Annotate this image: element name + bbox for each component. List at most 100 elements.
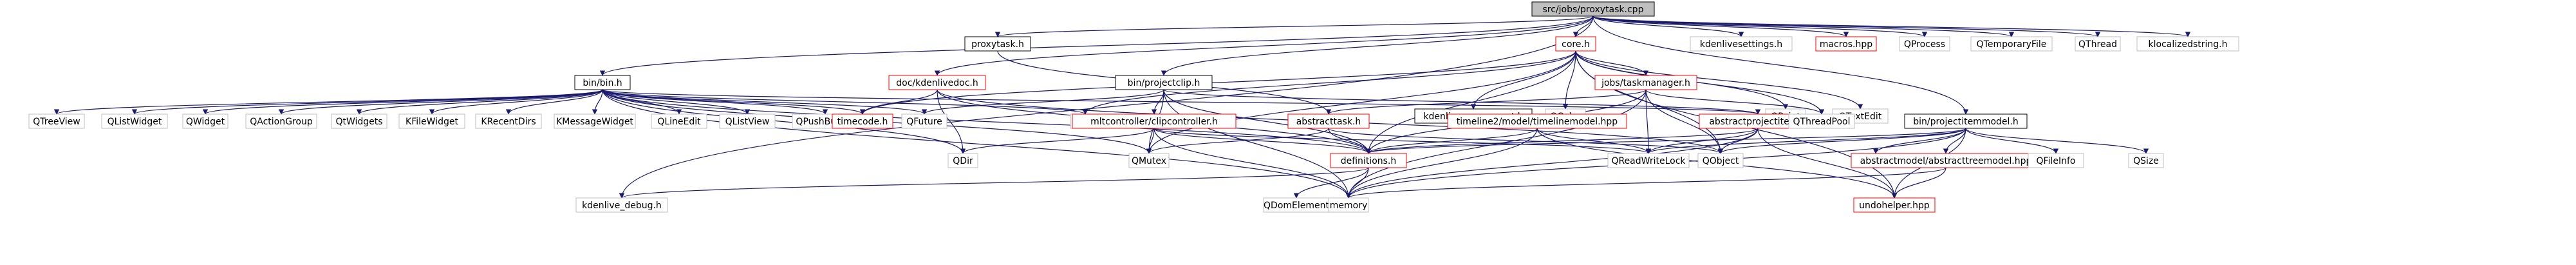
node-timecode-h[interactable]: timecode.h (832, 113, 893, 129)
node-QLineEdit[interactable]: QLineEdit (651, 113, 707, 129)
node-abstractprojectitem-h[interactable]: abstractprojectitem.h (1699, 113, 1817, 129)
node-label: memory (1330, 201, 1368, 211)
edge-bin-h-to-memory (602, 89, 1352, 199)
node-label: QTemporaryFile (1977, 39, 2047, 50)
node-KMessageWidget[interactable]: KMessageWidget (554, 113, 636, 129)
node-undohelper-hpp[interactable]: undohelper.hpp (1853, 197, 1936, 213)
node-label: doc/kdenlivedoc.h (896, 78, 978, 88)
node-QObject[interactable]: QObject (1697, 153, 1744, 168)
node-kdenlive-debug-h[interactable]: kdenlive_debug.h (575, 197, 668, 213)
node-projectitemmodel-h[interactable]: bin/projectitemmodel.h (1904, 113, 2028, 129)
node-QWidget[interactable]: QWidget (182, 113, 229, 129)
node-box (398, 113, 465, 129)
node-box (1072, 113, 1237, 129)
node-box (1788, 113, 1855, 129)
node-QMutex[interactable]: QMutex (1128, 153, 1170, 168)
edge-core-h-to-kdenlivecore-export-h (1470, 50, 1576, 110)
node-projectclip-h[interactable]: bin/projectclip.h (1115, 75, 1213, 90)
node-box (719, 113, 776, 129)
node-QListView[interactable]: QListView (719, 113, 776, 129)
node-box (245, 113, 317, 129)
edge-root-to-QProcess (1592, 15, 1927, 37)
node-label: KMessageWidget (556, 117, 633, 127)
node-QTemporaryFile[interactable]: QTemporaryFile (1970, 36, 2053, 52)
node-QTreeView[interactable]: QTreeView (28, 113, 85, 129)
node-label: QSize (2133, 156, 2159, 166)
edge-abstractprojectitem-h-to-QObject (1717, 128, 1759, 154)
edge-bin-h-to-KFileWidget (429, 89, 603, 115)
node-label: QDomElement (1264, 201, 1329, 211)
node-QFuture[interactable]: QFuture (901, 113, 947, 129)
edge-timelinemodel-hpp-to-definitions-h (1365, 128, 1538, 154)
node-label: mltcontroller/clipcontroller.h (1090, 117, 1218, 127)
node-label: QListWidget (107, 117, 162, 127)
node-box (1287, 113, 1370, 129)
edge-root-to-kdenlive-debug-h (619, 15, 1594, 199)
node-label: bin/bin.h (583, 78, 622, 88)
node-box (1815, 36, 1877, 52)
node-QListWidget[interactable]: QListWidget (101, 113, 168, 129)
edge-definitions-h-to-memory (1345, 167, 1369, 199)
node-box (1328, 197, 1369, 213)
node-label: bin/projectclip.h (1128, 78, 1200, 88)
edge-root-to-projectitemmodel-h (1592, 15, 1969, 115)
node-box (901, 113, 947, 129)
node-clipcontroller-h[interactable]: mltcontroller/clipcontroller.h (1072, 113, 1237, 129)
node-kdenlivedoc-h[interactable]: doc/kdenlivedoc.h (888, 75, 986, 90)
node-QDomElement[interactable]: QDomElement (1263, 197, 1330, 213)
node-macros-hpp[interactable]: macros.hpp (1815, 36, 1877, 52)
node-QProcess[interactable]: QProcess (1899, 36, 1950, 52)
node-box (1697, 153, 1744, 168)
edge-timelinemodel-hpp-to-memory (1345, 128, 1538, 199)
node-label: QTreeView (33, 117, 80, 127)
node-KRecentDirs[interactable]: KRecentDirs (475, 113, 542, 129)
edge-projectclip-h-to-QFuture (921, 89, 1164, 115)
node-kdenlivesettings-h[interactable]: kdenlivesettings.h (1690, 36, 1793, 52)
node-abstracttreemodel-hpp[interactable]: abstractmodel/abstracttreemodel.hpp (1851, 153, 2041, 168)
node-klocalizedstring-h[interactable]: klocalizedstring.h (2136, 36, 2239, 52)
node-box (182, 113, 229, 129)
node-timelinemodel-hpp[interactable]: timeline2/model/timelinemodel.hpp (1447, 113, 1627, 129)
node-abstracttask-h[interactable]: abstracttask.h (1287, 113, 1370, 129)
edge-root-to-proxytask-h (995, 15, 1594, 37)
edge-projectclip-h-to-memory (1163, 89, 1352, 199)
edge-bin-h-to-QActionGroup (278, 89, 603, 115)
edge-abstractprojectitem-h-to-definitions-h (1366, 128, 1759, 154)
node-QReadWriteLock[interactable]: QReadWriteLock (1607, 153, 1690, 168)
edge-projectitemmodel-h-to-QFileInfo (1965, 128, 2059, 154)
node-QThreadPool[interactable]: QThreadPool (1788, 113, 1855, 129)
node-KFileWidget[interactable]: KFileWidget (398, 113, 465, 129)
node-label: QDir (953, 156, 973, 166)
node-QtWidgets[interactable]: QtWidgets (331, 113, 387, 129)
node-box (2075, 36, 2121, 52)
node-label: core.h (1562, 39, 1590, 50)
node-QThread[interactable]: QThread (2075, 36, 2121, 52)
node-root[interactable]: src/jobs/proxytask.cpp (1531, 1, 1655, 17)
node-label: kdenlivesettings.h (1700, 39, 1782, 50)
edge-abstracttreemodel-hpp-to-memory (1346, 167, 1946, 199)
node-box (1115, 75, 1213, 90)
node-box (331, 113, 387, 129)
node-taskmanager-h[interactable]: jobs/taskmanager.h (1594, 75, 1697, 90)
node-box (1607, 153, 1690, 168)
edge-definitions-h-to-QDomElement (1293, 167, 1369, 199)
node-box (964, 36, 1031, 52)
edge-root-to-macros-hpp (1592, 15, 1849, 37)
edge-abstracttask-h-to-definitions-h (1328, 128, 1372, 154)
node-label: undohelper.hpp (1859, 201, 1930, 211)
edge-projectclip-h-to-definitions-h (1163, 89, 1372, 154)
node-memory[interactable]: memory (1328, 197, 1369, 213)
node-box (1690, 36, 1793, 52)
node-QActionGroup[interactable]: QActionGroup (245, 113, 317, 129)
node-definitions-h[interactable]: definitions.h (1330, 153, 1407, 168)
node-label: QLineEdit (657, 117, 701, 127)
node-label: bin/projectitemmodel.h (1913, 117, 2019, 127)
node-box (947, 153, 978, 168)
node-box (2128, 153, 2164, 168)
node-core-h[interactable]: core.h (1555, 36, 1596, 52)
node-QFileInfo[interactable]: QFileInfo (2028, 153, 2084, 168)
node-proxytask-h[interactable]: proxytask.h (964, 36, 1031, 52)
node-QDir[interactable]: QDir (947, 153, 978, 168)
node-QSize[interactable]: QSize (2128, 153, 2164, 168)
node-bin-h[interactable]: bin/bin.h (574, 75, 631, 90)
